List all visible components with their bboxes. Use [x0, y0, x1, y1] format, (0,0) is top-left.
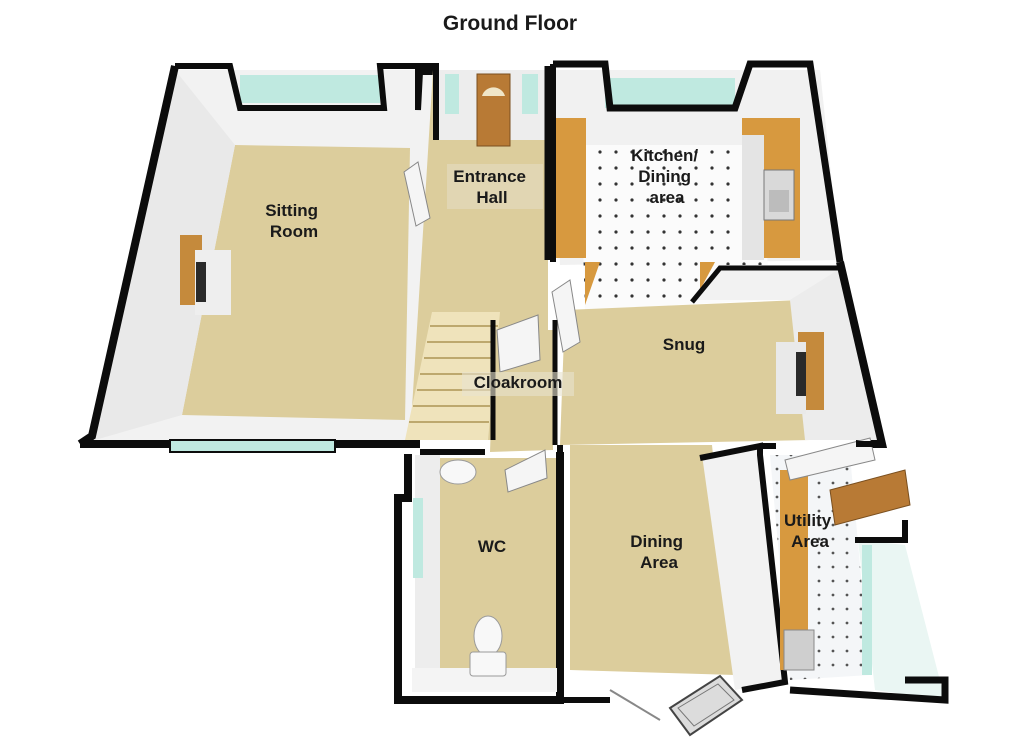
wc — [394, 449, 564, 704]
snug-label: Snug — [663, 335, 706, 354]
entrance-hall-label: Entrance Hall — [453, 167, 530, 207]
cloakroom — [462, 314, 574, 452]
staircase — [405, 312, 500, 440]
kitchen-dining-area-label: Kitchen/ Dining area — [631, 146, 703, 207]
utility-area-label: Utility Area — [784, 511, 836, 551]
sitting-room — [77, 63, 439, 453]
cloakroom-label: Cloakroom — [474, 373, 563, 392]
dining-area — [557, 442, 789, 737]
wc-label: WC — [478, 537, 506, 556]
floor-title: Ground Floor — [442, 12, 578, 35]
utility-area — [760, 437, 949, 704]
dining-area-label: Dining Area — [630, 532, 688, 572]
sitting-room-label: Sitting Room — [265, 201, 323, 241]
